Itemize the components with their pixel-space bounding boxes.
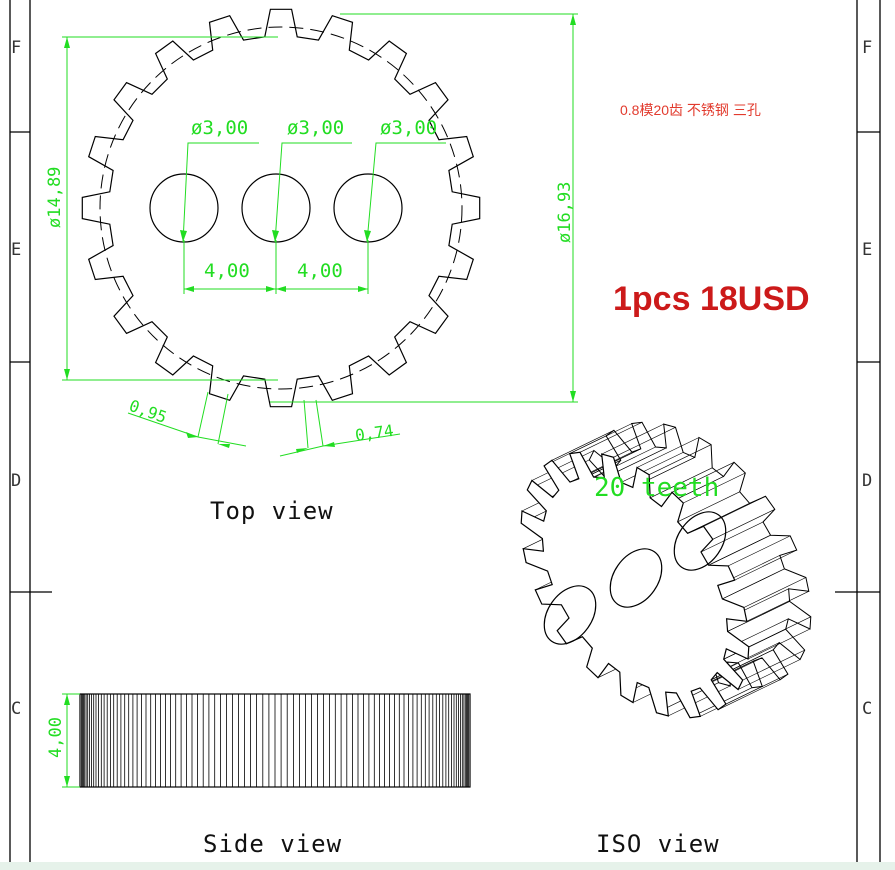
zone-label-left: C: [11, 699, 21, 719]
top-view: ø3,00 ø3,00 ø3,00 4,00 4,00 ø14,89 ø16,9…: [45, 8, 578, 525]
iso-flank-line: [700, 686, 763, 717]
iso-flank-line: [531, 450, 595, 481]
iso-flank-line: [728, 535, 791, 567]
sheet-frame: [9, 0, 881, 862]
side-view-arrows: [64, 694, 70, 787]
iso-flank-line: [747, 628, 811, 660]
zone-label-right: E: [862, 240, 872, 260]
iso-flank-line: [551, 430, 615, 461]
side-view-caption: Side view: [203, 830, 342, 858]
zone-label-left: D: [11, 471, 21, 491]
iso-view-caption: ISO view: [596, 830, 720, 858]
hole-spacing-label: 4,00: [297, 260, 343, 282]
iso-view: 20 teeth ISO view: [520, 421, 812, 858]
iso-flank-line: [717, 679, 781, 710]
zone-label-right: F: [862, 38, 872, 58]
side-view-tooth-lines: [81, 694, 469, 787]
iso-flank-line: [708, 534, 771, 566]
iso-flank-line: [613, 427, 676, 458]
iso-hole-1: [543, 585, 597, 645]
iso-flank-line: [734, 549, 797, 581]
hole-spacing-label: 4,00: [204, 260, 250, 282]
outer-diameter-label: ø16,93: [555, 182, 575, 243]
top-view-caption: Top view: [210, 497, 334, 525]
hole-diameter-label: ø3,00: [191, 117, 248, 139]
teeth-count-label: 20 teeth: [594, 473, 719, 503]
iso-flank-line: [683, 472, 746, 504]
iso-flank-line: [648, 444, 712, 475]
zone-label-left: F: [11, 38, 21, 58]
iso-flank-line: [621, 452, 684, 483]
inner-diameter-label: ø14,89: [45, 167, 65, 228]
hole-diameter-label: ø3,00: [287, 117, 344, 139]
iso-flank-line: [671, 462, 735, 493]
iso-flank-line: [677, 491, 740, 523]
iso-flank-line: [712, 509, 775, 540]
iso-flank-line: [601, 423, 664, 455]
iso-flank-line: [737, 659, 801, 690]
pitch-circle: [99, 26, 463, 390]
zone-label-left: E: [11, 240, 21, 260]
tooth-width-label: 0,95: [127, 396, 170, 427]
iso-flank-line: [746, 591, 809, 622]
tooth-width-label: 0,74: [354, 421, 395, 445]
iso-flank-line: [727, 601, 790, 632]
iso-flank-line: [700, 521, 764, 553]
side-view-dimension: [62, 693, 80, 788]
iso-flank-line: [703, 496, 766, 527]
iso-flank-line: [722, 568, 785, 600]
iso-hole-2: [609, 548, 663, 608]
price-label: 1pcs 18USD: [613, 280, 810, 318]
top-view-gear-outline: [81, 8, 481, 408]
bottom-strip: [0, 862, 895, 870]
iso-flank-line: [636, 437, 700, 468]
thickness-label: 4,00: [46, 717, 66, 758]
iso-flank-line: [579, 422, 643, 453]
iso-flank-line: [569, 423, 632, 454]
side-view: 4,00 Side view: [46, 693, 471, 858]
spec-note: 0.8模20齿 不锈钢 三孔: [620, 102, 761, 118]
top-view-dimensions: [62, 13, 578, 457]
iso-flank-line: [743, 577, 807, 608]
dimension-arrows: [64, 14, 576, 453]
iso-hole-3: [673, 511, 727, 571]
zone-label-right: D: [862, 471, 872, 491]
hole-diameter-label: ø3,00: [380, 117, 437, 139]
iso-flank-line: [650, 467, 713, 499]
iso-flank-line: [742, 649, 805, 681]
zone-label-right: C: [862, 699, 872, 719]
iso-flank-line: [668, 685, 731, 717]
iso-gear-front-face: [520, 451, 750, 719]
iso-flank-line: [723, 628, 786, 660]
